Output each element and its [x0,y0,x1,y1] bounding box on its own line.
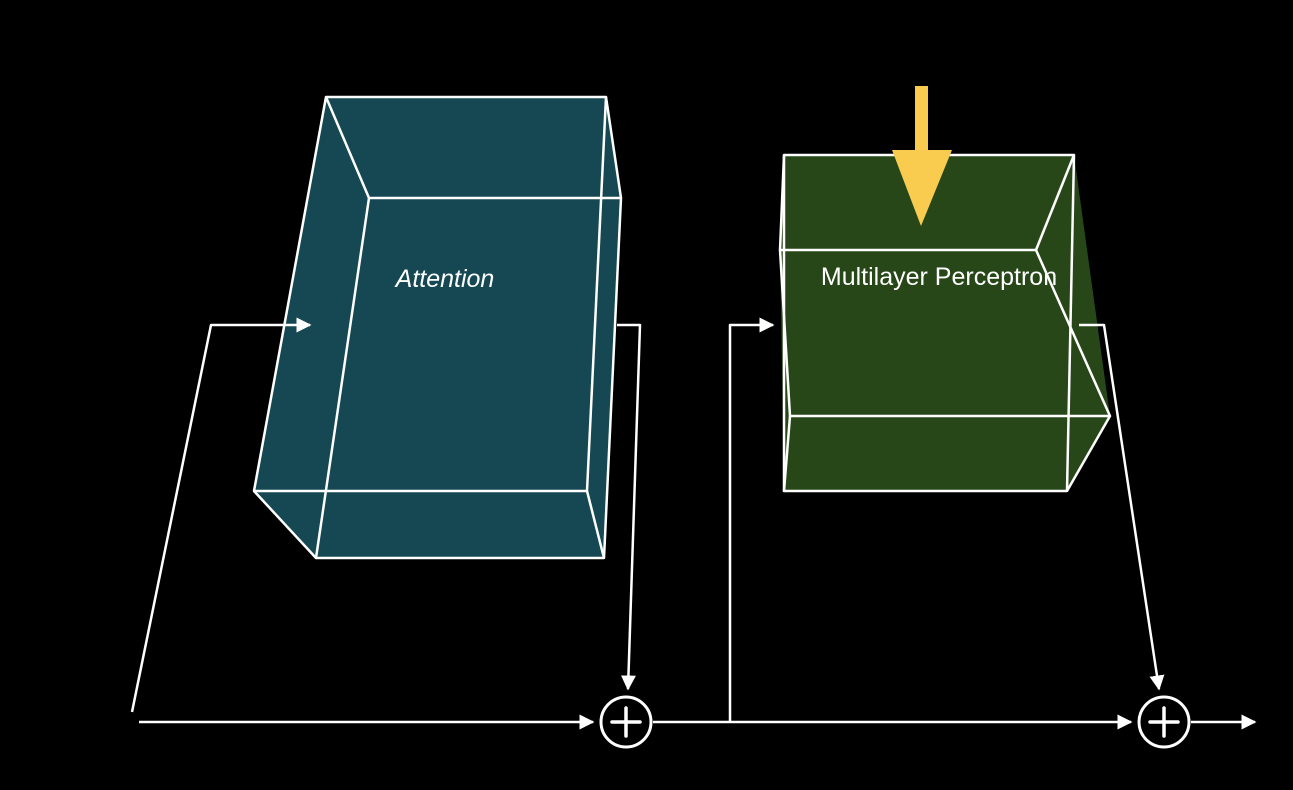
circled-plus-icon [1137,695,1191,749]
mlp-label: Multilayer Perceptron [821,263,1057,291]
attention-block-edges [252,95,623,560]
circled-plus-icon [599,695,653,749]
down-arrow-icon [892,86,952,226]
mlp-input-branch [728,317,775,722]
attention-input-branch [130,317,312,713]
mlp-block: Multilayer Perceptron [778,153,1112,493]
mlp-block-body [780,155,1110,491]
attention-label: Attention [394,265,495,293]
attention-block: Attention [252,95,623,560]
mlp-block-edges [778,153,1112,493]
mlp-output-branch [1079,323,1165,691]
attention-output-branch [617,323,642,691]
attention-block-body [254,97,621,558]
